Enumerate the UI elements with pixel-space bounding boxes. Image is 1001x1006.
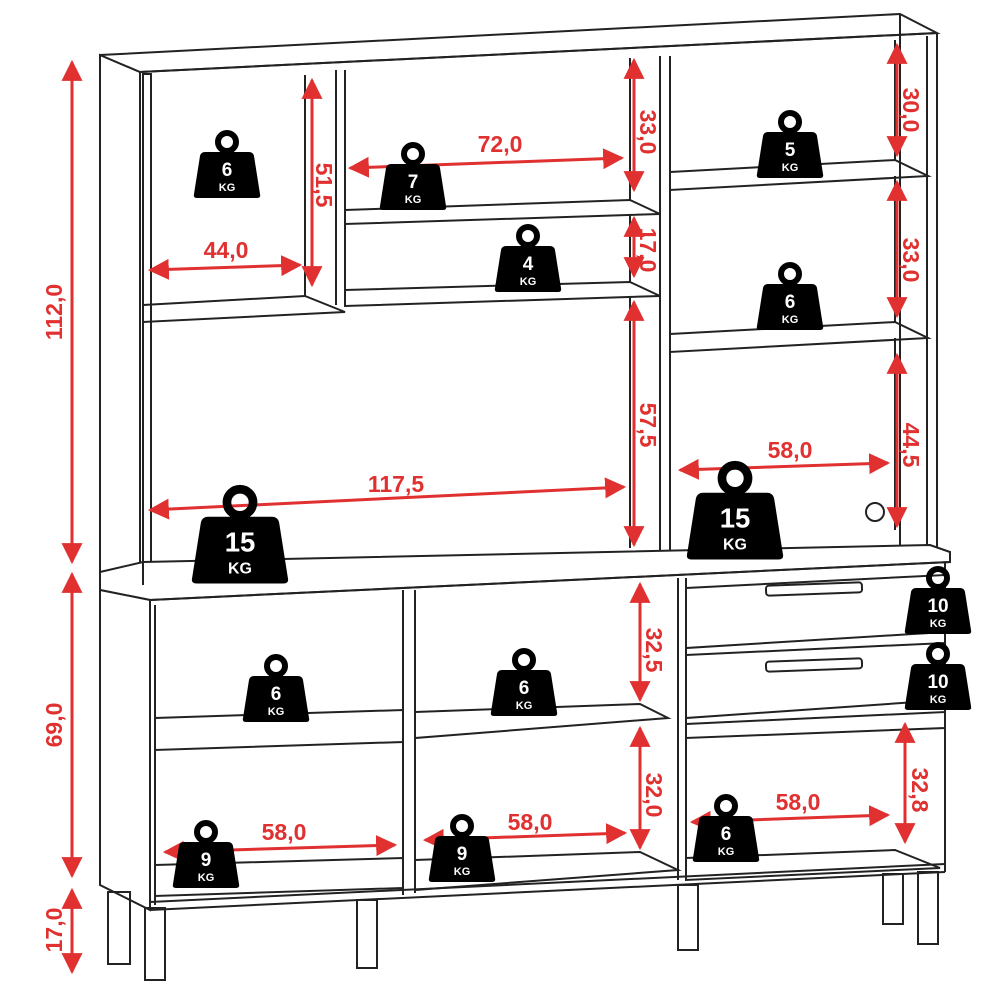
weight-unit: KG (723, 536, 747, 553)
weight-value: 6 (519, 678, 530, 699)
weight-icon: 7KG (379, 142, 447, 210)
weight-value: 15 (720, 503, 751, 534)
weight-icon: 9KG (172, 820, 240, 888)
weight-unit: KG (228, 560, 252, 577)
weight-unit: KG (520, 276, 537, 288)
weight-unit: KG (930, 694, 947, 706)
dim-w-mid-top: 72,0 (478, 131, 523, 157)
weight-icon: 6KG (193, 130, 261, 198)
weight-icon: 6KG (490, 648, 558, 716)
weight-value: 10 (927, 672, 948, 693)
dimension-labels: 112,0 69,0 17,0 44,0 51,5 72,0 33,0 17,0… (41, 88, 933, 953)
weight-value: 6 (785, 292, 796, 313)
dim-w-right-open: 58,0 (768, 437, 813, 463)
weight-unit: KG (219, 182, 236, 194)
dim-w-low-left: 58,0 (262, 819, 307, 845)
weight-unit: KG (268, 706, 285, 718)
weight-value: 15 (225, 527, 256, 558)
dim-h-main-open: 57,5 (635, 403, 661, 448)
weight-icon: 6KG (756, 262, 824, 330)
dim-h-mid-small: 17,0 (635, 228, 661, 273)
dim-h-low-right: 32,8 (907, 768, 933, 813)
dim-h-right-1: 30,0 (898, 88, 924, 133)
weight-unit: KG (782, 314, 799, 326)
weight-icon: 6KG (692, 794, 760, 862)
weight-unit: KG (454, 866, 471, 878)
dim-total-height-upper: 112,0 (41, 284, 67, 340)
dim-total-height-lower: 69,0 (41, 703, 67, 748)
weight-unit: KG (516, 700, 533, 712)
weight-icon: 4KG (494, 224, 562, 292)
weight-unit: KG (782, 162, 799, 174)
dim-w-low-mid: 58,0 (508, 809, 553, 835)
weight-value: 6 (222, 160, 233, 181)
weight-icon: 6KG (242, 654, 310, 722)
weight-value: 10 (927, 596, 948, 617)
dim-line-w-right-open (677, 453, 891, 480)
dim-h-mid-top: 33,0 (635, 110, 661, 155)
weight-value: 9 (457, 844, 468, 865)
dim-h-left-top: 51,5 (311, 163, 337, 208)
dim-h-low-mid-top: 32,5 (641, 628, 667, 673)
dim-line-w-left-top (147, 255, 303, 280)
cabinet-outline (99, 12, 951, 981)
weight-value: 6 (271, 684, 282, 705)
dim-w-left-top: 44,0 (204, 237, 249, 263)
weight-unit: KG (930, 618, 947, 630)
dim-w-low-right: 58,0 (776, 789, 821, 815)
weight-icon: 5KG (756, 110, 824, 178)
weight-unit: KG (198, 872, 215, 884)
dim-h-low-mid-bottom: 32,0 (641, 773, 667, 818)
dim-leg-height: 17,0 (41, 908, 67, 953)
dim-w-main-open: 117,5 (368, 471, 424, 497)
weight-unit: KG (405, 194, 422, 206)
weight-value: 6 (721, 824, 732, 845)
weight-value: 4 (523, 254, 534, 275)
weight-value: 9 (201, 850, 212, 871)
weight-value: 7 (408, 172, 419, 193)
dim-h-right-2: 33,0 (898, 238, 924, 283)
dim-h-right-3: 44,5 (898, 423, 924, 468)
weight-value: 5 (785, 140, 796, 161)
weight-icon: 9KG (428, 814, 496, 882)
weight-unit: KG (718, 846, 735, 858)
